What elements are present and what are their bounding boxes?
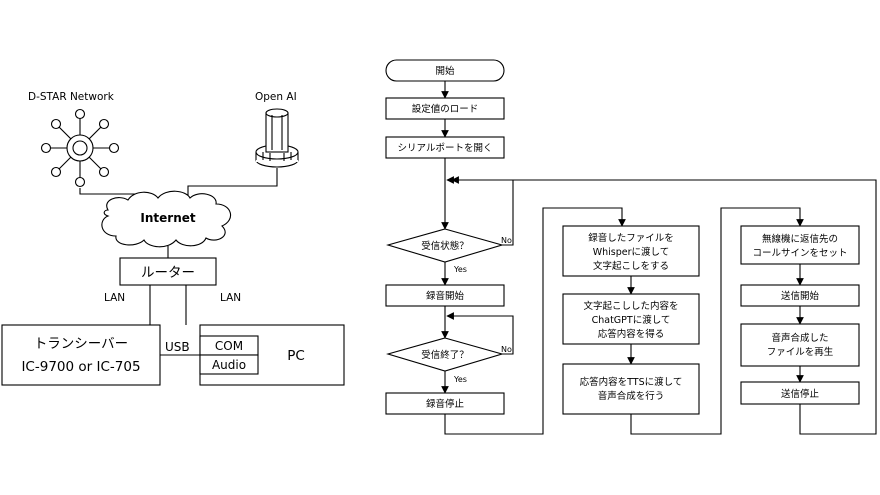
dstar-network-label: D-STAR Network	[28, 91, 115, 103]
flow-tts-line1: 応答内容をTTSに渡して	[580, 376, 683, 388]
flow-start-label: 開始	[435, 65, 455, 77]
flow-play-file-line1: 音声合成した	[771, 332, 828, 344]
flow-tts: 応答内容をTTSに渡して 音声合成を行う	[562, 363, 700, 415]
flow-tts-line2: 音声合成を行う	[598, 390, 665, 402]
audio-port-box	[199, 354, 259, 375]
internet-label: Internet	[140, 211, 195, 225]
pc-box: COM Audio PC	[199, 324, 345, 386]
flow-tx-start: 送信開始	[740, 284, 860, 307]
transceiver-model-label: IC-9700 or IC-705	[21, 359, 140, 375]
flow-decision-rx-status: 受信状態？ No Yes	[386, 228, 512, 274]
flow-chatgpt: 文字起こしした内容を ChatGPTに渡して 応答内容を得る	[562, 293, 700, 345]
flow-set-callsign-line1: 無線機に返信先の	[762, 233, 838, 245]
router-label: ルーター	[141, 265, 195, 281]
usb-label: USB	[165, 340, 190, 354]
flow-whisper-line2: Whisperに渡して	[593, 246, 670, 258]
flow-no-label-2: No	[501, 345, 512, 354]
flowchart: 開始 設定値のロード シリアルポートを開く 受信状態？ No Yes 録音開始 …	[385, 59, 877, 435]
flow-decision-rx-end: 受信終了？ No Yes	[386, 337, 512, 384]
flow-tx-start-label: 送信開始	[781, 290, 820, 302]
openai-server-icon	[255, 108, 299, 168]
dstar-network-icon	[40, 108, 120, 188]
flow-no-label-1: No	[501, 236, 512, 245]
flow-chatgpt-line3: 応答内容を得る	[598, 328, 665, 340]
network-diagram: D-STAR Network Open AI	[1, 91, 345, 386]
flow-whisper-line3: 文字起こしをする	[593, 260, 669, 272]
flow-rec-stop: 録音停止	[385, 392, 505, 415]
flow-load-settings-label: 設定値のロード	[412, 103, 479, 115]
flow-start: 開始	[385, 59, 505, 82]
lan-label-left: LAN	[104, 292, 125, 304]
lan-label-right: LAN	[220, 292, 241, 304]
flow-chatgpt-line2: ChatGPTに渡して	[592, 314, 671, 326]
flow-rec-start: 録音開始	[385, 284, 505, 307]
flow-whisper: 録音したファイルを Whisperに渡して 文字起こしをする	[562, 225, 700, 277]
flow-play-file: 音声合成した ファイルを再生	[740, 323, 860, 367]
flow-load-settings: 設定値のロード	[385, 97, 505, 120]
flow-play-file-line2: ファイルを再生	[767, 346, 834, 358]
flow-chatgpt-line1: 文字起こしした内容を	[583, 300, 678, 312]
internet-cloud: Internet	[101, 190, 232, 248]
com-label: COM	[215, 339, 243, 353]
audio-label: Audio	[212, 358, 246, 372]
flow-tx-stop-label: 送信停止	[781, 388, 820, 400]
flow-yes-label-1: Yes	[453, 265, 467, 274]
flow-yes-label-2: Yes	[453, 375, 467, 384]
flow-set-callsign-line2: コールサインをセット	[752, 248, 847, 259]
transceiver-label: トランシーバー	[34, 336, 128, 352]
flow-rec-start-label: 録音開始	[426, 290, 465, 302]
flow-whisper-line1: 録音したファイルを	[588, 232, 674, 244]
router-box: ルーター	[119, 257, 217, 286]
flow-rx-end-label: 受信終了？	[421, 349, 469, 361]
flow-set-callsign: 無線機に返信先の コールサインをセット	[740, 225, 860, 265]
flow-tx-stop: 送信停止	[740, 381, 860, 405]
transceiver-box: トランシーバー IC-9700 or IC-705	[1, 324, 161, 386]
pc-label: PC	[287, 348, 305, 364]
openai-label: Open AI	[255, 91, 297, 103]
flow-rx-status-label: 受信状態？	[421, 240, 469, 252]
flow-open-serial: シリアルポートを開く	[385, 136, 505, 159]
flow-open-serial-label: シリアルポートを開く	[398, 143, 493, 154]
flow-rec-stop-label: 録音停止	[426, 398, 465, 410]
